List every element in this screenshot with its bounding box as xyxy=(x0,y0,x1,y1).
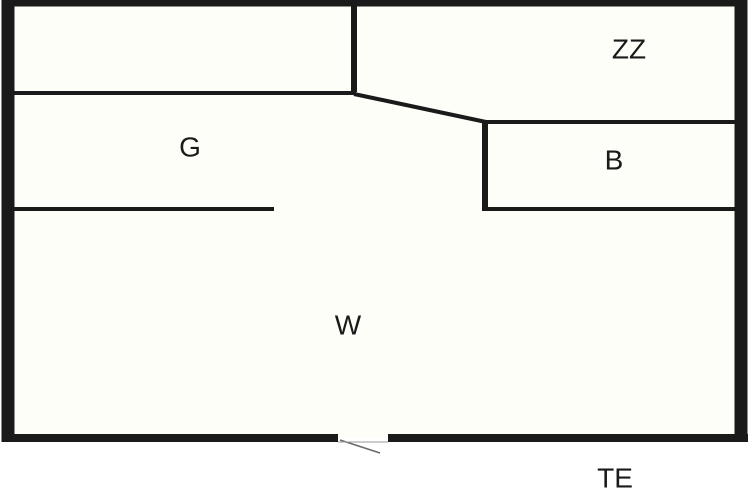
exterior-label-te: TE xyxy=(597,462,633,493)
room-label-w: W xyxy=(335,309,362,340)
room-label-zz: ZZ xyxy=(612,33,646,64)
floor-area xyxy=(6,4,740,438)
room-label-g: G xyxy=(179,131,201,162)
wall-diagonal xyxy=(353,92,487,124)
room-label-b: B xyxy=(605,144,624,175)
